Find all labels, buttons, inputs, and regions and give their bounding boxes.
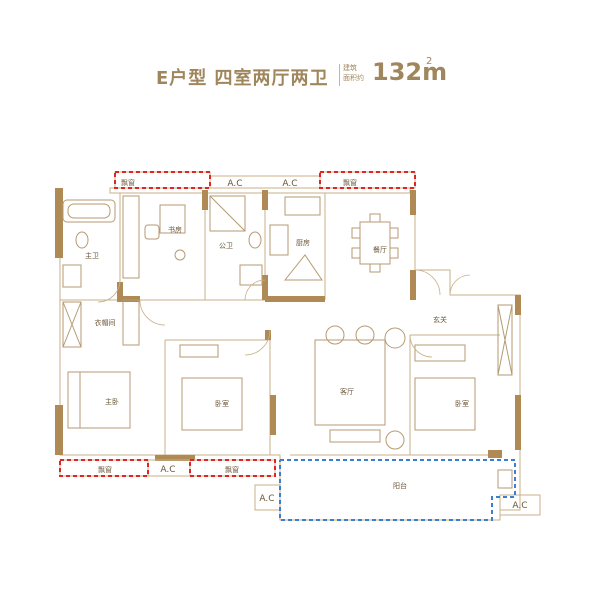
label-master-bath: 主卫 — [85, 251, 99, 260]
master-toilet — [75, 231, 89, 249]
thick-wall-5 — [202, 190, 208, 210]
thick-wall-14 — [265, 330, 271, 340]
master-wardrobe — [62, 301, 82, 348]
thick-wall-13 — [515, 295, 521, 315]
label-kitchen: 厨房 — [296, 238, 310, 247]
title-main: E户型 四室两厅两卫 — [156, 68, 329, 89]
master-bed — [67, 371, 131, 429]
armchair-2 — [355, 325, 375, 345]
label-living: 客厅 — [340, 387, 354, 396]
ac-left-box — [254, 484, 281, 511]
door-arc-6 — [409, 334, 433, 358]
thick-wall-6 — [262, 190, 268, 210]
outer-outline — [59, 190, 521, 521]
bed3-bed — [414, 377, 476, 431]
door-arc-3 — [244, 279, 266, 301]
thick-wall-3 — [117, 282, 123, 302]
red-dash-4 — [189, 459, 276, 477]
master-sink — [62, 264, 82, 288]
door-arc-2 — [139, 299, 166, 326]
tv-cabinet — [329, 429, 381, 443]
thick-wall-12 — [515, 395, 521, 450]
thick-wall-7 — [262, 275, 268, 300]
title-area-value: 132m — [372, 58, 448, 86]
thick-wall-4 — [120, 296, 140, 302]
door-arc-4 — [244, 329, 271, 356]
label-master-bedroom: 主卧 — [105, 397, 119, 406]
thick-wall-16 — [155, 455, 195, 461]
label-study: 书房 — [168, 225, 182, 234]
bathtub — [62, 199, 116, 223]
bathtub-inner — [67, 203, 111, 219]
label-balcony: 阳台 — [393, 481, 407, 490]
master-bed-head — [67, 371, 81, 429]
area-label-2: 面积约 — [343, 74, 364, 82]
door-arc-5 — [414, 269, 441, 296]
thick-wall-9 — [410, 190, 416, 215]
public-sink — [239, 264, 263, 286]
study-desk — [159, 204, 186, 234]
label-ac-5: A.C — [512, 501, 527, 511]
label-ac-2: A.C — [282, 179, 297, 189]
door-arc-1 — [97, 279, 121, 303]
thick-wall-15 — [270, 395, 276, 435]
shower — [209, 195, 246, 232]
bed2-bed — [181, 377, 243, 431]
bed2-wardrobe-top — [179, 344, 219, 358]
ac-bottom-box — [147, 459, 191, 477]
plan-title: E户型 四室两厅两卫 建筑 面积约 132m 2 — [0, 56, 600, 96]
label-ac-4: A.C — [259, 494, 274, 504]
label-public-bath: 公卫 — [219, 242, 233, 250]
thick-wall-10 — [410, 270, 416, 300]
bed2-wardrobe — [122, 299, 140, 346]
bed3-window-shelf — [497, 304, 513, 376]
red-dash-2 — [319, 171, 416, 189]
title-area-label: 建筑 面积约 — [343, 63, 364, 83]
sofa — [314, 339, 386, 426]
label-dining: 餐厅 — [373, 245, 387, 254]
label-bedroom-2: 卧室 — [215, 399, 229, 408]
label-ac-3: A.C — [160, 465, 175, 475]
balcony-washer — [497, 469, 513, 489]
title-area-unit: 2 — [426, 56, 433, 67]
side-table — [384, 327, 406, 349]
label-bay-2: 飘窗 — [343, 178, 357, 187]
kitchen-stove — [269, 224, 289, 256]
label-ac-1: A.C — [227, 179, 242, 189]
study-plant — [174, 249, 186, 261]
study-chair — [144, 224, 160, 240]
door-arc-7 — [449, 274, 471, 296]
bay-window-2 — [319, 171, 416, 189]
bed3-wardrobe — [414, 344, 466, 362]
label-bedroom-3: 卧室 — [455, 399, 469, 408]
study-shelf — [122, 195, 140, 279]
area-label-1: 建筑 — [343, 64, 357, 72]
thick-wall-2 — [55, 405, 63, 455]
label-cloakroom: 衣帽间 — [95, 318, 116, 327]
label-bay-3: 飘窗 — [98, 465, 112, 474]
label-bay-1: 飘窗 — [121, 178, 135, 187]
public-toilet — [248, 231, 262, 249]
kitchen-counter — [283, 254, 323, 281]
red-dash-3 — [59, 459, 149, 477]
balcony-blue-dash — [279, 459, 516, 521]
red-dash-1 — [114, 171, 211, 189]
thick-wall-1 — [55, 188, 63, 258]
armchair-1 — [325, 325, 345, 345]
plant-2 — [385, 430, 405, 450]
label-entrance: 玄关 — [433, 315, 447, 324]
title-divider — [339, 64, 340, 86]
label-bay-4: 飘窗 — [225, 465, 239, 474]
dining-table — [359, 221, 391, 265]
thick-wall-11 — [488, 450, 502, 458]
ac-right-box — [499, 494, 541, 516]
thick-wall-8 — [265, 296, 325, 302]
kitchen-sink — [284, 196, 321, 216]
